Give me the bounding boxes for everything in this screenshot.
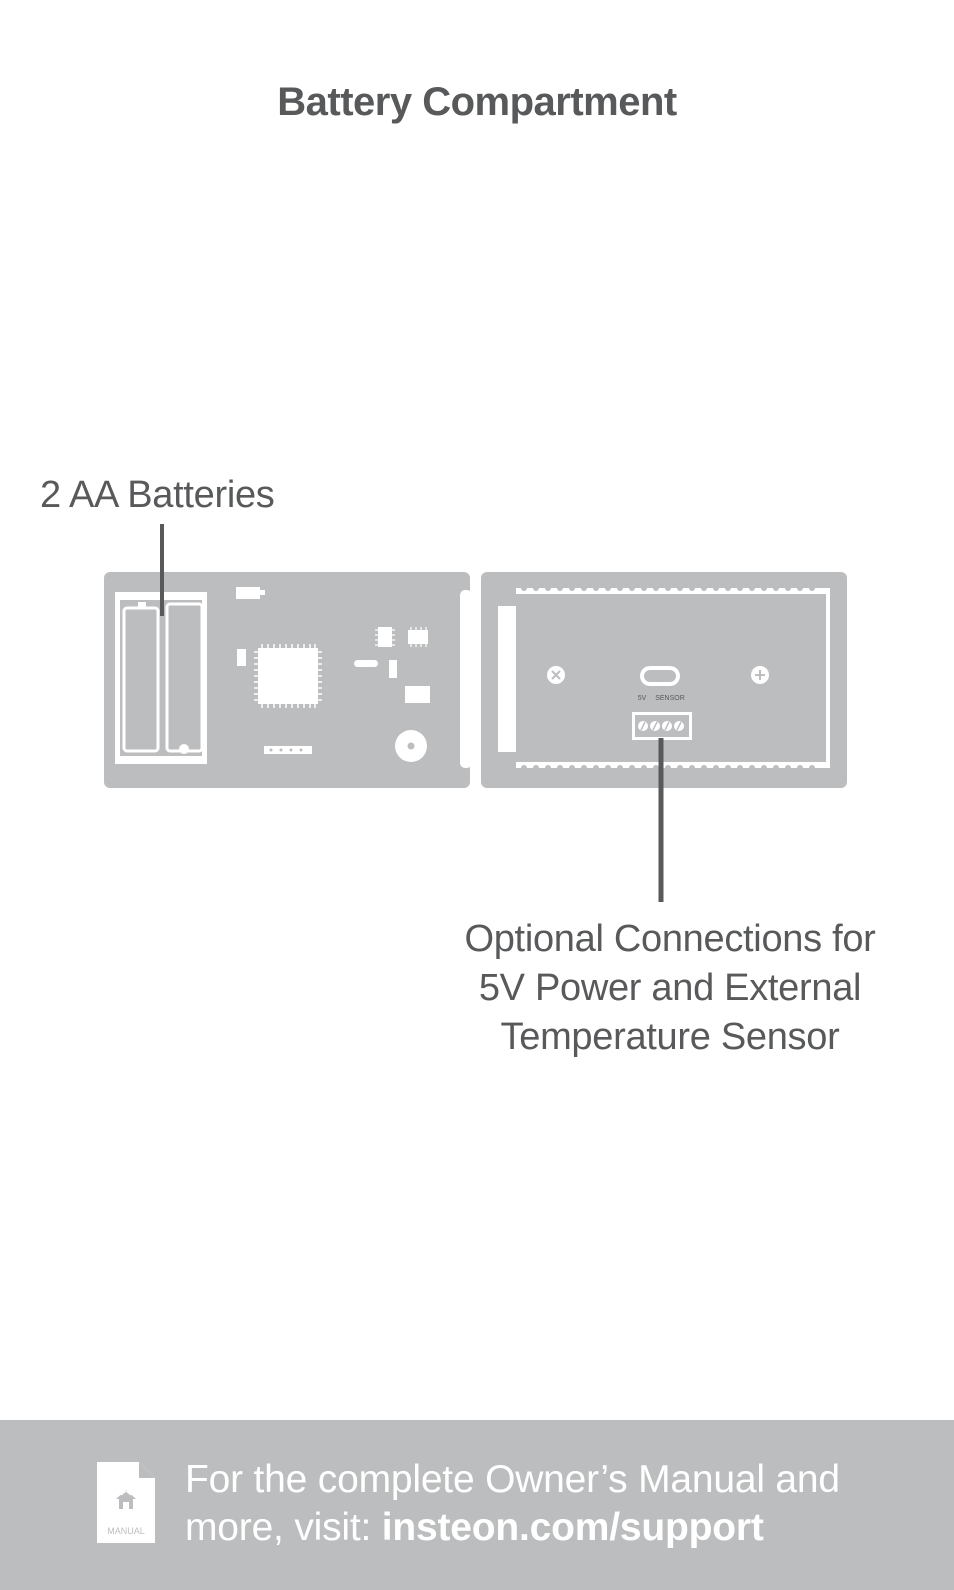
- terminal-block: [632, 712, 692, 740]
- terminal-label-sensor: SENSOR: [655, 695, 685, 702]
- terminal-label-5v: 5V: [638, 695, 647, 702]
- page-title: Battery Compartment: [277, 80, 677, 124]
- footer-text: For the complete Owner’s Manual and more…: [185, 1456, 905, 1552]
- battery-holder: [115, 592, 207, 764]
- component-small-left: [237, 649, 246, 666]
- component-square: [405, 686, 430, 703]
- circuit-board-right: 5V SENSOR: [481, 572, 847, 788]
- footer-text-line-2: more, visit:: [185, 1506, 382, 1549]
- small-chip-1: [375, 627, 395, 647]
- microcontroller-chip: [254, 644, 322, 708]
- connections-callout-line-1: Optional Connections for: [464, 918, 876, 960]
- batteries-callout: 2 AA Batteries: [40, 474, 275, 516]
- connections-callout: Optional Connections for 5V Power and Ex…: [420, 915, 920, 1062]
- connections-callout-line-2: 5V Power and External: [478, 967, 862, 1009]
- screw-icon: [751, 666, 769, 684]
- support-link[interactable]: insteon.com/support: [381, 1506, 764, 1549]
- component-top: [236, 587, 260, 599]
- header-pins: [264, 746, 312, 754]
- manual-icon: MANUAL: [97, 1462, 155, 1543]
- component-capsule: [354, 660, 378, 667]
- connections-callout-line-3: Temperature Sensor: [500, 1016, 840, 1058]
- small-chip-2: [408, 627, 428, 647]
- circuit-board-left: [104, 572, 472, 788]
- house-icon: [116, 1490, 136, 1509]
- footer-text-line-1: For the complete Owner’s Manual and: [185, 1458, 840, 1501]
- manual-icon-label: MANUAL: [107, 1526, 145, 1536]
- footer-banner: MANUAL For the complete Owner’s Manual a…: [0, 1420, 954, 1590]
- screw-icon: [547, 666, 565, 684]
- component-small-mid: [389, 660, 397, 678]
- buzzer: [395, 730, 427, 762]
